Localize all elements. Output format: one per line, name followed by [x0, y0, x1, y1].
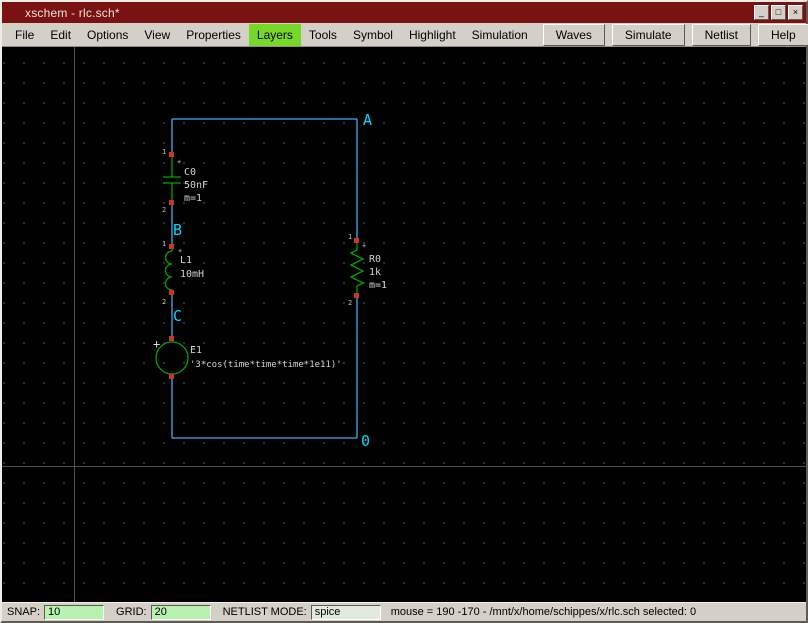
schematic-drawing: C0 50nF m=1 1 + 2 L1 10mH 1 + 2 + E1 '3*…: [2, 47, 806, 602]
component-mult[interactable]: m=1: [184, 193, 202, 204]
menu-highlight[interactable]: Highlight: [401, 24, 464, 46]
pin-square: [169, 152, 174, 157]
menu-tools[interactable]: Tools: [301, 24, 345, 46]
menu-simulation[interactable]: Simulation: [464, 24, 536, 46]
menu-options[interactable]: Options: [79, 24, 136, 46]
component-ref[interactable]: C0: [184, 167, 196, 178]
net-label-b[interactable]: B: [173, 221, 182, 239]
net-label-a[interactable]: A: [363, 111, 372, 129]
pin-square: [354, 238, 359, 243]
component-ref[interactable]: E1: [190, 345, 202, 356]
pin-number: 2: [348, 299, 352, 307]
pin-square: [169, 336, 174, 341]
net-label-gnd[interactable]: 0: [361, 432, 370, 450]
component-value[interactable]: 50nF: [184, 180, 208, 191]
simulate-button[interactable]: Simulate: [612, 24, 685, 46]
minimize-button-icon[interactable]: _: [754, 5, 769, 20]
pin-square: [169, 244, 174, 249]
pin-number: 2: [162, 206, 166, 214]
netlist-mode-label: NETLIST MODE:: [223, 606, 307, 618]
pin-plus: +: [178, 247, 182, 255]
inductor-symbol[interactable]: [166, 247, 173, 293]
grid-input[interactable]: [151, 605, 211, 620]
waves-button[interactable]: Waves: [543, 24, 605, 46]
schematic-canvas[interactable]: C0 50nF m=1 1 + 2 L1 10mH 1 + 2 + E1 '3*…: [2, 47, 806, 602]
menubar: File Edit Options View Properties Layers…: [2, 23, 806, 47]
menu-properties[interactable]: Properties: [178, 24, 249, 46]
menu-edit[interactable]: Edit: [42, 24, 79, 46]
help-button[interactable]: Help: [758, 24, 808, 46]
component-mult[interactable]: m=1: [369, 280, 387, 291]
pin-square: [169, 374, 174, 379]
netlist-mode-input[interactable]: [311, 605, 381, 620]
pin-square: [169, 200, 174, 205]
menu-layers[interactable]: Layers: [249, 24, 301, 46]
menu-file[interactable]: File: [7, 24, 42, 46]
menu-symbol[interactable]: Symbol: [345, 24, 401, 46]
source-plus: +: [153, 337, 160, 351]
maximize-button-icon[interactable]: □: [771, 5, 786, 20]
component-ref[interactable]: R0: [369, 254, 381, 265]
close-button-icon[interactable]: ×: [788, 5, 803, 20]
pin-plus: +: [177, 158, 181, 166]
snap-label: SNAP:: [7, 606, 40, 618]
snap-input[interactable]: [44, 605, 104, 620]
titlebar[interactable]: xschem - rlc.sch* _ □ ×: [2, 2, 806, 23]
component-ref[interactable]: L1: [180, 255, 192, 266]
statusbar: SNAP: GRID: NETLIST MODE: mouse = 190 -1…: [2, 602, 806, 621]
pin-number: 2: [162, 298, 166, 306]
mouse-coordinates-status: mouse = 190 -170 - /mnt/x/home/schippes/…: [391, 606, 696, 618]
pin-number: 1: [348, 233, 352, 241]
pin-number: 1: [162, 240, 166, 248]
net-label-c[interactable]: C: [173, 307, 182, 325]
menu-view[interactable]: View: [136, 24, 178, 46]
component-value[interactable]: 1k: [369, 267, 381, 278]
pin-plus: +: [362, 242, 366, 250]
component-value[interactable]: '3*cos(time*time*time*1e11)': [190, 360, 342, 370]
pin-square: [169, 290, 174, 295]
netlist-button[interactable]: Netlist: [692, 24, 751, 46]
pin-square: [354, 293, 359, 298]
voltage-source-symbol[interactable]: [156, 339, 188, 377]
grid-label: GRID:: [116, 606, 147, 618]
component-value[interactable]: 10mH: [180, 269, 204, 280]
window-title: xschem - rlc.sch*: [5, 6, 752, 20]
pin-number: 1: [162, 148, 166, 156]
